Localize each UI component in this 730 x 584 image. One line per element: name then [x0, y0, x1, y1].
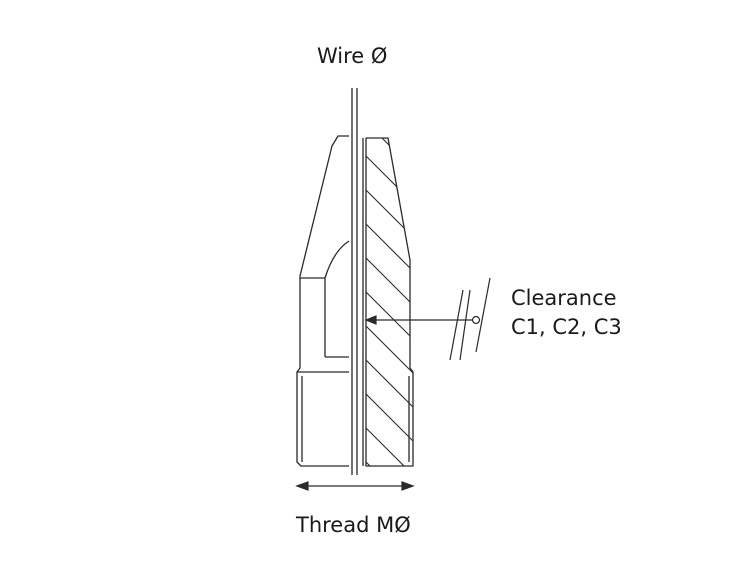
tip-right-section-outline	[365, 137, 414, 467]
clearance-label: Clearance	[511, 286, 617, 310]
clearance-arrowhead	[364, 315, 377, 325]
wire-diameter-label: Wire Ø	[317, 44, 388, 68]
tip-left-outline	[296, 135, 349, 467]
clearance-detail-line-2	[459, 289, 471, 361]
clearance-detail-line-1	[449, 289, 464, 361]
clearance-classes-label: C1, C2, C3	[511, 315, 622, 339]
thread-diameter-label: Thread MØ	[296, 513, 411, 537]
thread-arrow-right	[401, 481, 415, 491]
tip-left-bore-curve	[324, 240, 350, 279]
thread-arrow-left	[295, 481, 309, 491]
clearance-detail-line-3	[475, 277, 491, 353]
clearance-detail-wire-dot	[471, 315, 481, 325]
